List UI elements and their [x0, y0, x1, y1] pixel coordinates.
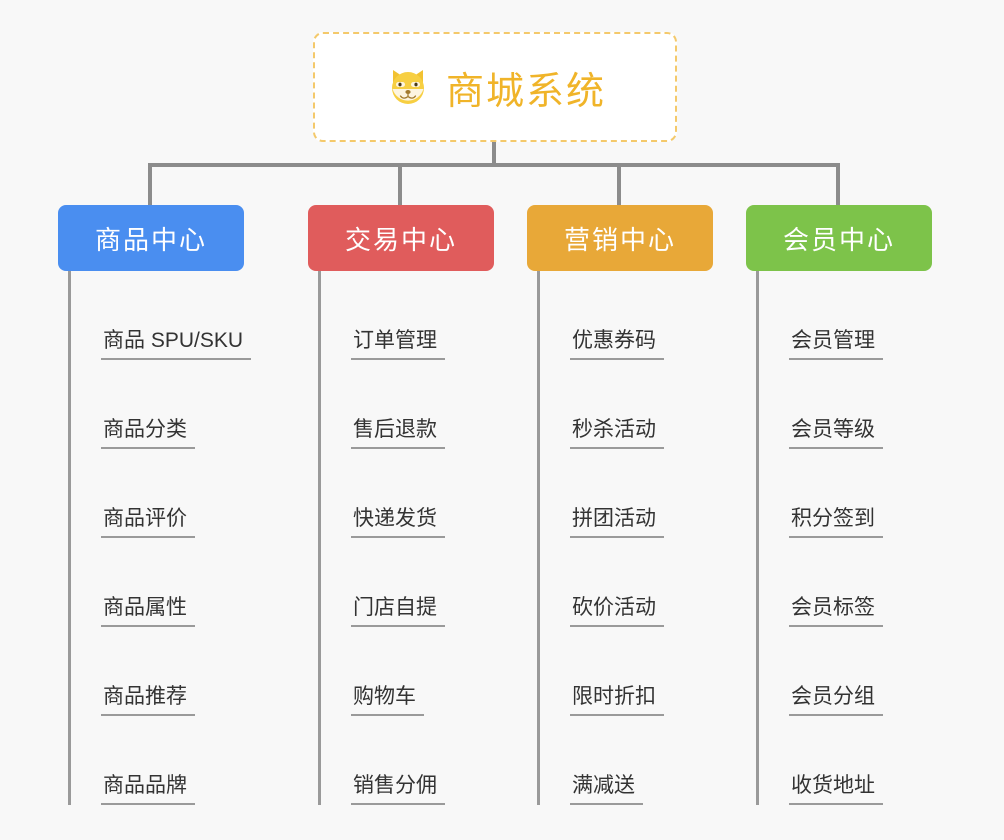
category-box-1[interactable]: 商品中心	[58, 205, 244, 271]
list-item[interactable]: 快递发货	[321, 449, 494, 538]
child-label: 秒杀活动	[570, 417, 664, 449]
list-item[interactable]: 商品分类	[71, 360, 244, 449]
child-label: 收货地址	[789, 773, 883, 805]
connector-drop-3	[617, 163, 621, 205]
connector-drop-2	[398, 163, 402, 205]
list-item[interactable]: 收货地址	[759, 716, 932, 805]
child-label: 商品评价	[101, 506, 195, 538]
list-item[interactable]: 砍价活动	[540, 538, 713, 627]
list-item[interactable]: 满减送	[540, 716, 713, 805]
child-label: 优惠券码	[570, 328, 664, 360]
child-label: 商品品牌	[101, 773, 195, 805]
root-node-card[interactable]: 商城系统	[313, 32, 677, 142]
category-title-2: 交易中心	[344, 224, 457, 255]
connector-drop-4	[836, 163, 840, 205]
list-item[interactable]: 积分签到	[759, 449, 932, 538]
child-label: 会员标签	[789, 595, 883, 627]
list-item[interactable]: 拼团活动	[540, 449, 713, 538]
child-label: 会员分组	[789, 684, 883, 716]
branch-column-4: 会员中心 会员管理 会员等级 积分签到 会员标签 会员分组 收货地址	[746, 205, 932, 805]
branch-column-2: 交易中心 订单管理 售后退款 快递发货 门店自提 购物车 销售分佣	[308, 205, 494, 805]
list-item[interactable]: 优惠券码	[540, 271, 713, 360]
category-box-3[interactable]: 营销中心	[527, 205, 713, 271]
child-label: 满减送	[570, 773, 643, 805]
child-list-2: 订单管理 售后退款 快递发货 门店自提 购物车 销售分佣	[318, 271, 494, 805]
connector-bus	[148, 163, 840, 167]
list-item[interactable]: 商品品牌	[71, 716, 244, 805]
category-title-1: 商品中心	[94, 224, 207, 255]
list-item[interactable]: 会员分组	[759, 627, 932, 716]
category-box-4[interactable]: 会员中心	[746, 205, 932, 271]
list-item[interactable]: 商品推荐	[71, 627, 244, 716]
connector-stem	[492, 142, 496, 165]
list-item[interactable]: 购物车	[321, 627, 494, 716]
child-label: 销售分佣	[351, 773, 445, 805]
child-label: 商品 SPU/SKU	[101, 328, 252, 360]
root-node-title: 商城系统	[445, 70, 606, 113]
list-item[interactable]: 商品评价	[71, 449, 244, 538]
list-item[interactable]: 限时折扣	[540, 627, 713, 716]
category-title-3: 营销中心	[563, 224, 676, 255]
child-label: 商品属性	[101, 595, 195, 627]
child-label: 门店自提	[351, 595, 445, 627]
child-label: 快递发货	[351, 506, 445, 538]
shiba-dog-face-icon	[384, 63, 432, 111]
connector-drop-1	[148, 163, 152, 205]
child-list-3: 优惠券码 秒杀活动 拼团活动 砍价活动 限时折扣 满减送	[537, 271, 713, 805]
branch-column-3: 营销中心 优惠券码 秒杀活动 拼团活动 砍价活动 限时折扣 满减送	[527, 205, 713, 805]
list-item[interactable]: 门店自提	[321, 538, 494, 627]
child-label: 会员等级	[789, 417, 883, 449]
list-item[interactable]: 秒杀活动	[540, 360, 713, 449]
child-list-1: 商品 SPU/SKU 商品分类 商品评价 商品属性 商品推荐 商品品牌	[68, 271, 252, 805]
list-item[interactable]: 订单管理	[321, 271, 494, 360]
child-label: 积分签到	[789, 506, 883, 538]
child-label: 售后退款	[351, 417, 445, 449]
list-item[interactable]: 会员标签	[759, 538, 932, 627]
child-label: 拼团活动	[570, 506, 664, 538]
list-item[interactable]: 销售分佣	[321, 716, 494, 805]
child-label: 砍价活动	[570, 595, 664, 627]
list-item[interactable]: 会员管理	[759, 271, 932, 360]
child-label: 订单管理	[351, 328, 445, 360]
list-item[interactable]: 商品 SPU/SKU	[71, 271, 252, 360]
branch-column-1: 商品中心 商品 SPU/SKU 商品分类 商品评价 商品属性 商品推荐 商品品牌	[58, 205, 252, 805]
child-label: 商品推荐	[101, 684, 195, 716]
list-item[interactable]: 售后退款	[321, 360, 494, 449]
child-label: 商品分类	[101, 417, 195, 449]
list-item[interactable]: 会员等级	[759, 360, 932, 449]
category-box-2[interactable]: 交易中心	[308, 205, 494, 271]
category-title-4: 会员中心	[782, 224, 895, 255]
child-label: 会员管理	[789, 328, 883, 360]
list-item[interactable]: 商品属性	[71, 538, 244, 627]
child-list-4: 会员管理 会员等级 积分签到 会员标签 会员分组 收货地址	[756, 271, 932, 805]
child-label: 购物车	[351, 684, 424, 716]
child-label: 限时折扣	[570, 684, 664, 716]
